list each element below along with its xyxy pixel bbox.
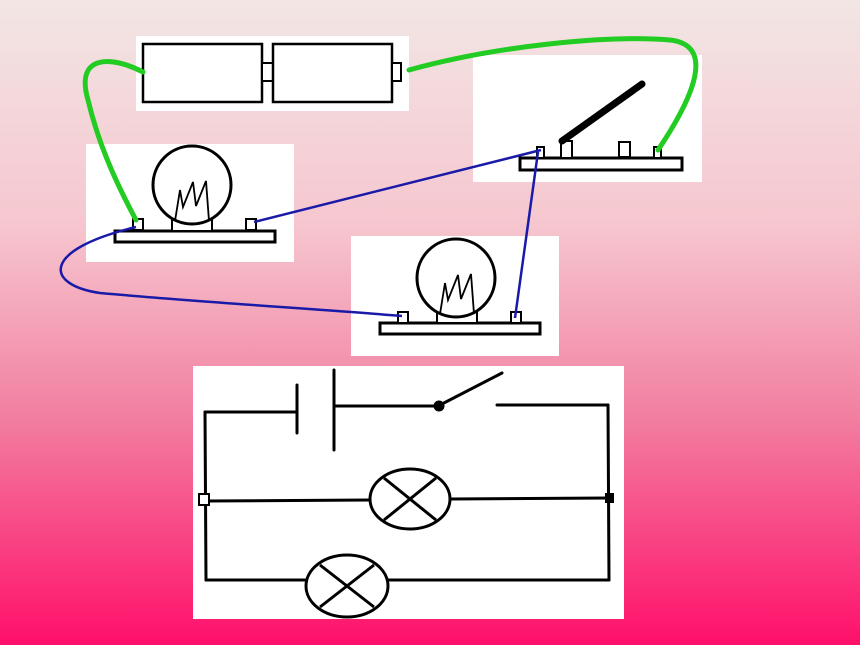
schematic-junction-left: [198, 493, 210, 506]
bulb-left: [86, 144, 294, 262]
blue-wires: [59, 148, 542, 319]
bulb-right-terminal-1: [397, 311, 409, 324]
circuit-schematic: [193, 366, 624, 619]
switch-blade: [558, 80, 646, 145]
switch-contact: [618, 141, 631, 158]
battery-cell-right: [271, 42, 394, 104]
schematic-wire-right: [606, 403, 611, 582]
battery-terminal-right: [391, 62, 402, 82]
bulb-left-terminal-2: [245, 218, 257, 231]
bulb-left-filament: [174, 180, 210, 222]
knife-switch: [473, 55, 702, 182]
schematic-junction-right: [605, 493, 614, 503]
schematic-wire-lamp1-right: [448, 496, 611, 501]
bulb-right: [351, 236, 559, 356]
blue-wire-switch-to-bulb-left: [253, 148, 542, 224]
blue-wire-switch-to-bulb-right: [513, 151, 540, 319]
schematic-switch-blade: [438, 371, 504, 407]
schematic-wire-lamp1-left: [204, 498, 372, 503]
bulb-right-filament: [439, 273, 475, 315]
green-wire-battery-to-bulb: [82, 59, 146, 223]
schematic-lamp-1: [368, 467, 452, 531]
switch-base: [518, 156, 684, 172]
battery-terminal-left: [261, 62, 274, 82]
green-wire-battery-to-switch: [406, 36, 699, 153]
bulb-left-base: [113, 229, 277, 244]
bulb-right-base: [378, 321, 542, 336]
blue-wire-bulb-left-to-bulb-right: [59, 225, 403, 318]
green-wires: [82, 36, 699, 223]
schematic-lamp-2: [304, 553, 390, 619]
battery-pack: [136, 36, 409, 111]
battery-cell-left: [141, 42, 264, 104]
